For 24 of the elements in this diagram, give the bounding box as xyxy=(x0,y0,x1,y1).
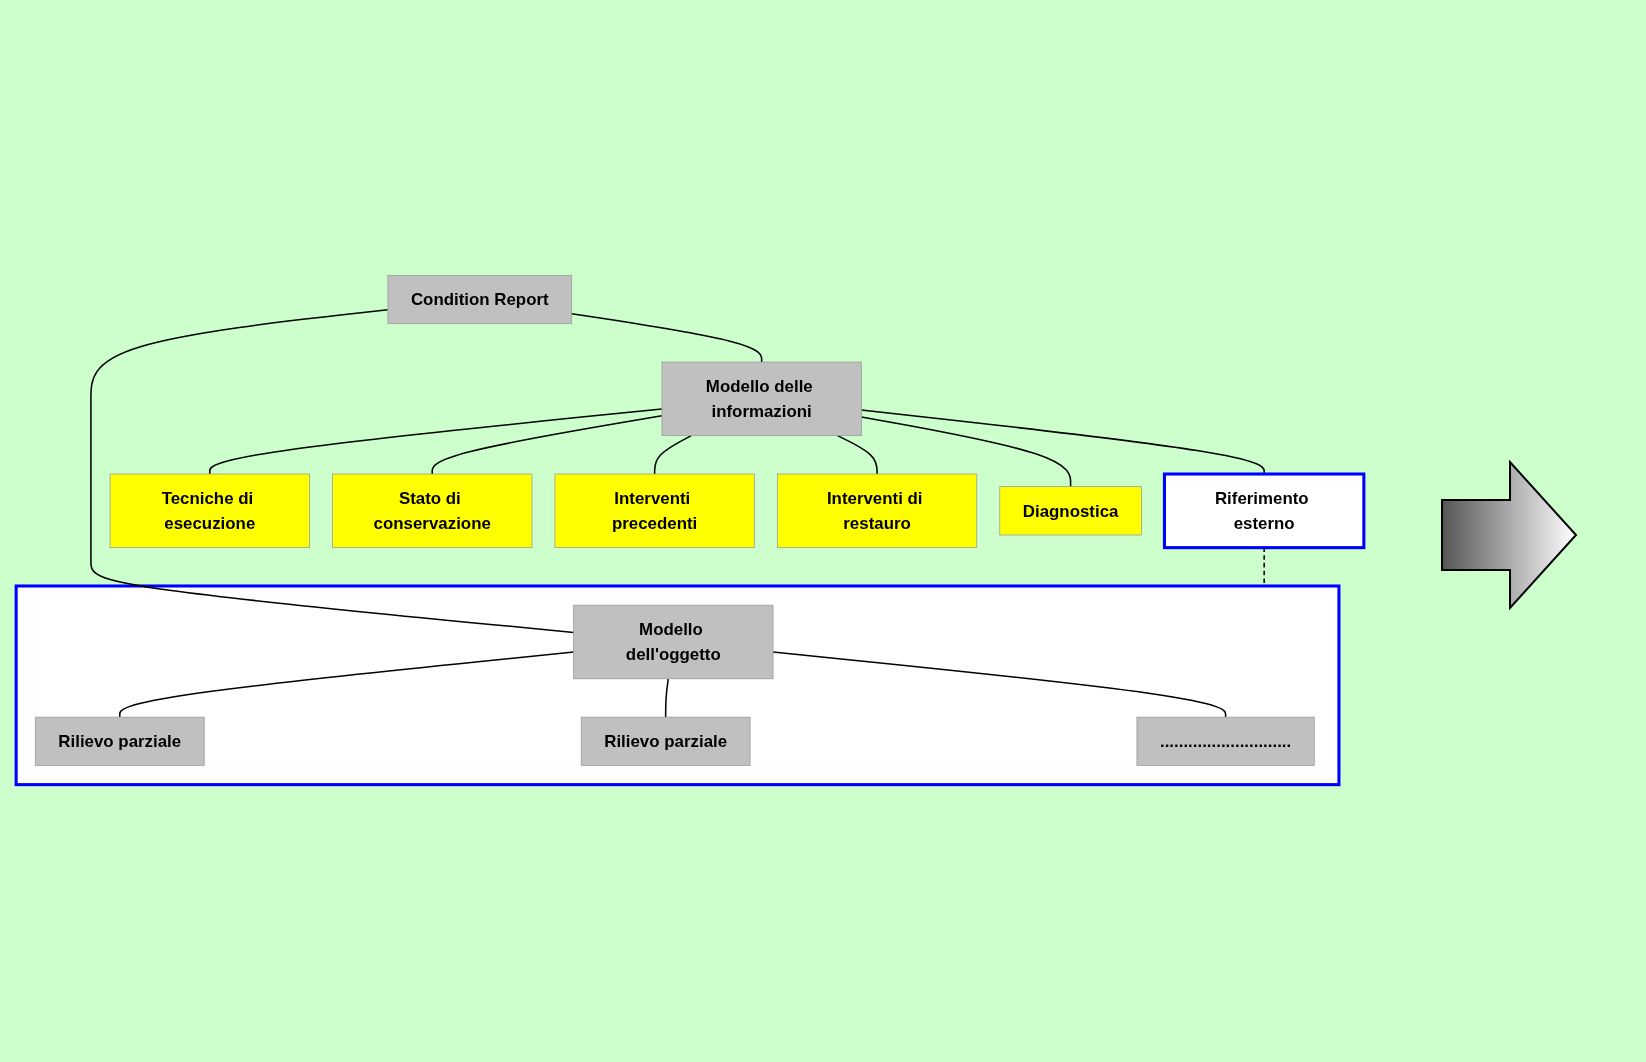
connector xyxy=(664,678,670,718)
node-box: Condition Report xyxy=(387,274,573,325)
connector xyxy=(90,309,575,634)
connector xyxy=(836,434,878,475)
node-box: Interventi di restauro xyxy=(776,473,978,549)
node-box: Rilievo parziale xyxy=(580,716,751,766)
connector xyxy=(431,415,663,475)
node-box: Rilievo parziale xyxy=(34,716,205,766)
node-box: Diagnostica xyxy=(999,486,1142,536)
connector xyxy=(570,312,763,363)
connector xyxy=(772,651,1227,718)
connector xyxy=(119,651,575,718)
node-box: Modello delle informazioni xyxy=(661,361,862,437)
cluster xyxy=(14,584,1341,787)
connector xyxy=(209,408,663,475)
node-box: Interventi precedenti xyxy=(554,473,755,549)
connector xyxy=(653,434,693,475)
node-box: ............................ xyxy=(1136,716,1315,766)
connector xyxy=(860,416,1072,488)
node-box: Tecniche di esecuzione xyxy=(109,473,310,549)
connector xyxy=(860,409,1265,475)
node-box: Modello dell'oggetto xyxy=(573,604,774,680)
node-box: Riferimento esterno xyxy=(1162,472,1366,550)
node-box: Stato di conservazione xyxy=(332,473,533,549)
